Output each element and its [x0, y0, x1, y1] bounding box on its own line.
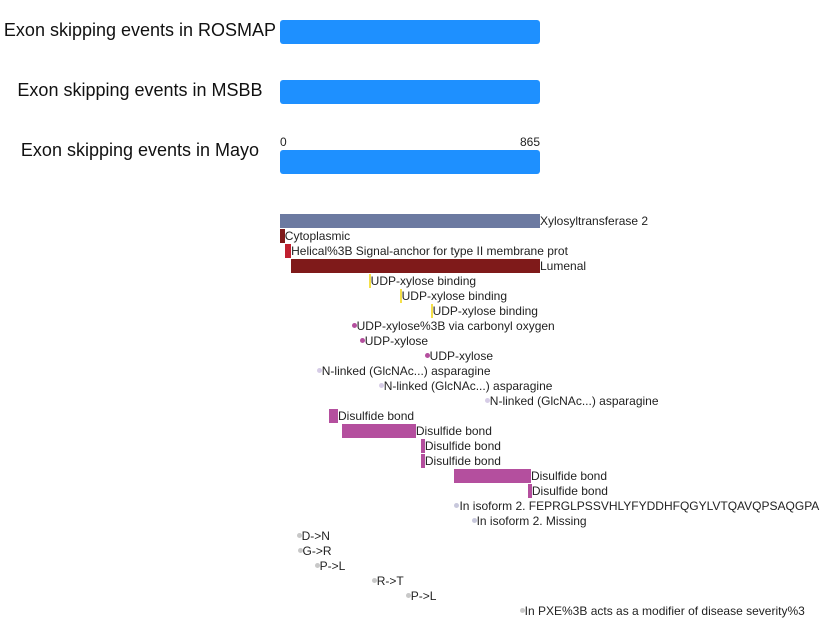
- feature-label: N-linked (GlcNAc...) asparagine: [321, 364, 491, 378]
- feature-label: UDP-xylose: [429, 349, 494, 363]
- feature-label: Helical%3B Signal-anchor for type II mem…: [291, 244, 568, 258]
- feature-label: P->L: [410, 589, 437, 603]
- feature-bar[interactable]: [420, 439, 425, 453]
- track-label-rosmap: Exon skipping events in ROSMAP: [3, 20, 277, 40]
- feature-label: UDP-xylose binding: [401, 289, 508, 303]
- feature-label: UDP-xylose: [364, 334, 429, 348]
- feature-bar[interactable]: [284, 244, 292, 258]
- axis-min-label: 0: [280, 135, 287, 149]
- feature-label: UDP-xylose binding: [370, 274, 477, 288]
- feature-dot[interactable]: [297, 548, 303, 553]
- feature-dot[interactable]: [359, 338, 365, 343]
- feature-label: R->T: [376, 574, 404, 588]
- feature-dot[interactable]: [316, 368, 322, 373]
- feature-bar[interactable]: [328, 409, 338, 423]
- feature-label: Cytoplasmic: [284, 229, 351, 243]
- feature-label: Disulfide bond: [415, 424, 492, 438]
- track-bar-msbb[interactable]: [280, 80, 540, 104]
- feature-bar[interactable]: [280, 214, 540, 228]
- track-label-msbb: Exon skipping events in MSBB: [17, 80, 263, 100]
- feature-dot[interactable]: [371, 578, 377, 583]
- feature-bar[interactable]: [291, 259, 540, 273]
- feature-bar[interactable]: [368, 274, 371, 288]
- feature-label: G->R: [302, 544, 332, 558]
- feature-label: Disulfide bond: [424, 454, 501, 468]
- feature-bar[interactable]: [399, 289, 402, 303]
- feature-dot[interactable]: [405, 593, 411, 598]
- track-bar-rosmap[interactable]: [280, 20, 540, 44]
- feature-label: Lumenal: [540, 259, 587, 273]
- feature-bar[interactable]: [280, 229, 285, 243]
- feature-bar[interactable]: [430, 304, 433, 318]
- feature-label: In isoform 2. Missing: [476, 514, 587, 528]
- feature-dot[interactable]: [454, 503, 460, 508]
- feature-label: UDP-xylose%3B via carbonyl oxygen: [356, 319, 555, 333]
- feature-label: Disulfide bond: [424, 439, 501, 453]
- feature-label: In isoform 2. FEPRGLPSSVHLYFYDDHFQGYLVTQ…: [459, 499, 820, 513]
- feature-label: UDP-xylose binding: [432, 304, 538, 318]
- feature-label: P->L: [319, 559, 346, 573]
- track-label-mayo: Exon skipping events in Mayo: [20, 140, 260, 160]
- feature-dot[interactable]: [378, 383, 384, 388]
- feature-label: Xylosyltransferase 2: [540, 214, 649, 228]
- feature-dot[interactable]: [519, 608, 525, 613]
- feature-dot[interactable]: [484, 398, 490, 403]
- feature-label: D->N: [301, 529, 330, 543]
- feature-label: Disulfide bond: [531, 484, 608, 498]
- feature-label: Disulfide bond: [338, 409, 415, 423]
- feature-bar[interactable]: [341, 424, 416, 438]
- feature-label: N-linked (GlcNAc...) asparagine: [489, 394, 659, 408]
- feature-bar[interactable]: [527, 484, 532, 498]
- feature-dot[interactable]: [314, 563, 320, 568]
- feature-label: In PXE%3B acts as a modifier of disease …: [524, 604, 805, 618]
- feature-dot[interactable]: [296, 533, 302, 538]
- feature-dot[interactable]: [351, 323, 357, 328]
- feature-bar[interactable]: [453, 469, 531, 483]
- axis-max-label: 865: [520, 135, 541, 149]
- track-bar-mayo[interactable]: [280, 150, 540, 174]
- feature-dot[interactable]: [424, 353, 430, 358]
- feature-label: Disulfide bond: [530, 469, 608, 483]
- feature-bar[interactable]: [420, 454, 425, 468]
- feature-dot[interactable]: [471, 518, 477, 523]
- feature-label: N-linked (GlcNAc...) asparagine: [383, 379, 553, 393]
